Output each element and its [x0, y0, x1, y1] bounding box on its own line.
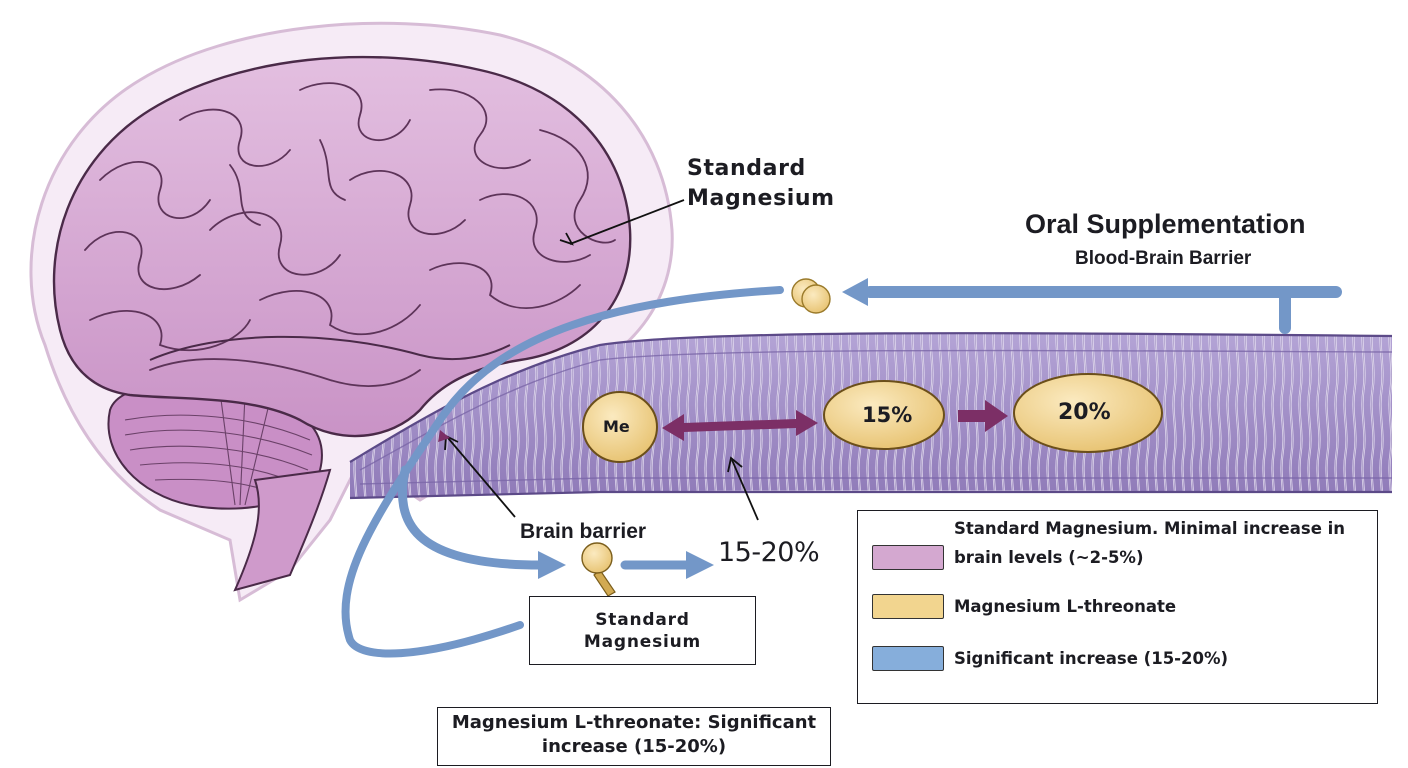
bottom-caption-line1: Magnesium L-threonate: Significant [451, 712, 817, 733]
ion-pair-top [791, 278, 831, 314]
me-ion-shape [582, 391, 658, 463]
standard-box-line1: Standard [595, 610, 690, 630]
forward-arrow [958, 400, 1008, 432]
oral-supplementation-title: Oral Supplementation [1025, 209, 1306, 239]
legend-item-threonate: Magnesium L-threonate [872, 594, 1176, 619]
legend-swatch-yellow [872, 594, 944, 619]
standard-magnesium-callout-line1: Standard [687, 156, 806, 181]
flow-arrows [341, 278, 1342, 658]
bottom-caption-box: Magnesium L-threonate: Significant incre… [437, 707, 831, 766]
ion-standard-magnesium [581, 542, 616, 597]
legend-heading: Standard Magnesium. Minimal increase in [954, 519, 1346, 538]
uptake-curve [341, 286, 784, 658]
legend-item-standard: brain levels (~2-5%) [872, 545, 1144, 570]
blood-brain-barrier-subtitle: Blood-Brain Barrier [1075, 248, 1252, 269]
legend-item-significant: Significant increase (15-20%) [872, 646, 1228, 671]
standard-magnesium-box: Standard Magnesium [529, 596, 756, 665]
ion-me-label: Me [603, 417, 630, 436]
ion-15-shape [823, 380, 945, 450]
standard-magnesium-callout-line2: Magnesium [687, 186, 835, 211]
standard-box-line2: Magnesium [583, 632, 702, 652]
brainstem [233, 468, 332, 592]
ion-20-shape [1013, 373, 1163, 453]
legend-box: Standard Magnesium. Minimal increase in … [857, 510, 1378, 704]
legend-label-significant: Significant increase (15-20%) [954, 648, 1229, 668]
brain-illustration [29, 21, 674, 603]
ion-20-label: 20% [1058, 400, 1111, 425]
ion-particles [581, 278, 1163, 597]
brain-barrier-label: Brain barrier [520, 520, 647, 543]
legend-label-standard: brain levels (~2-5%) [954, 547, 1144, 567]
legend-swatch-purple [872, 545, 944, 570]
legend-label-threonate: Magnesium L-threonate [954, 596, 1177, 616]
double-arrow [662, 410, 818, 441]
legend-swatch-blue [872, 646, 944, 671]
bottom-caption-line2: increase (15-20%) [541, 736, 727, 757]
brain-barrier-branch [398, 465, 545, 570]
range-15-20-label: 15-20% [718, 537, 820, 568]
callout-lines [444, 199, 759, 521]
transfer-arrows [662, 400, 1008, 441]
ion-15-label: 15% [862, 403, 913, 427]
cerebrum [52, 55, 632, 438]
